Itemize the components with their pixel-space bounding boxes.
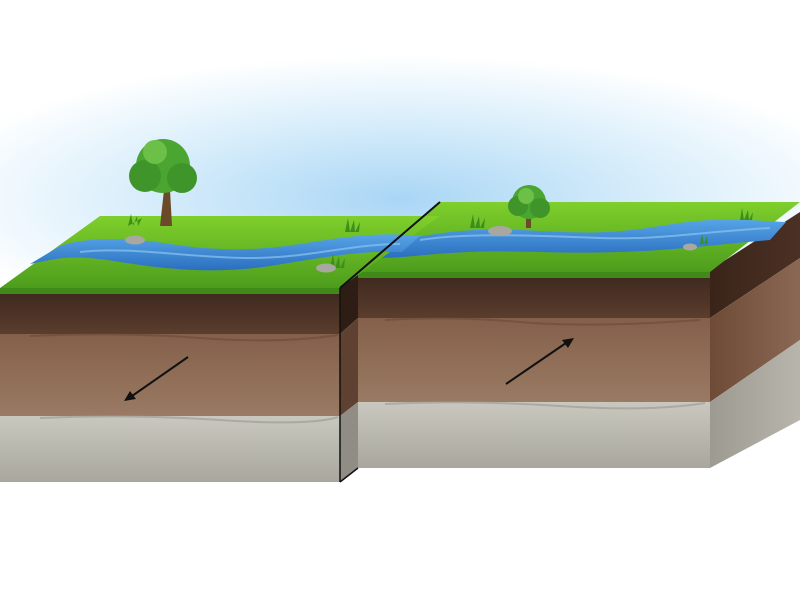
- fault-line: [339, 201, 441, 483]
- right-block: [358, 185, 800, 468]
- left-block: [0, 139, 440, 482]
- tree-icon: [129, 139, 197, 226]
- left-block-front-face: [0, 288, 340, 482]
- grass-tuft-icon: [470, 208, 753, 244]
- right-block-side-face: [710, 212, 800, 468]
- rock-icon: [125, 235, 336, 273]
- grass-tuft-icon: [128, 214, 360, 268]
- rock-icon: [488, 226, 697, 251]
- river-segment-right: [374, 219, 786, 258]
- fault-plane-face: [340, 272, 358, 482]
- tree-icon: [508, 185, 550, 228]
- right-block-front-face: [358, 272, 710, 468]
- motion-arrow-icon: [505, 338, 574, 385]
- river-segment-left: [30, 234, 420, 271]
- motion-arrow-icon: [124, 356, 189, 401]
